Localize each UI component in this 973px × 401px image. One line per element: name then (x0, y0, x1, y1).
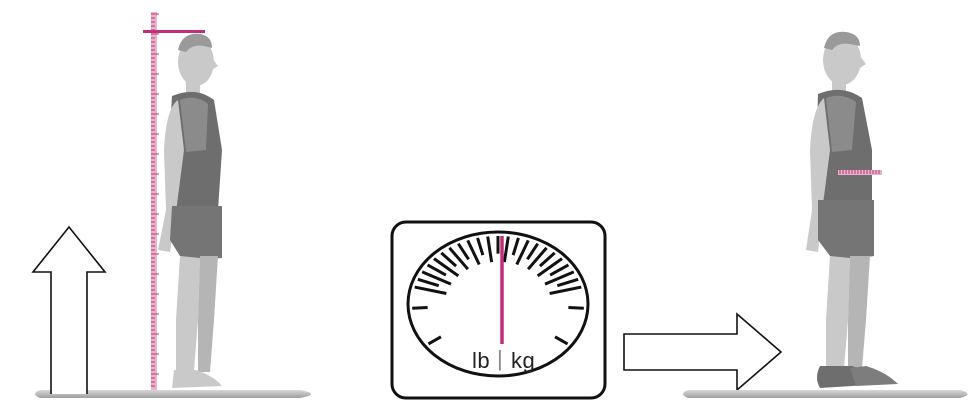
dial-tick (515, 239, 530, 266)
dial-tick (417, 277, 440, 288)
dial-tick (544, 270, 575, 286)
scale-unit-lb: lb (472, 348, 491, 373)
dial-tick (414, 285, 447, 295)
dial-tick (440, 251, 458, 268)
dial-tick (549, 285, 582, 295)
standing-person-waist (806, 31, 898, 388)
dial-tick (427, 335, 442, 346)
height-measure-icon (143, 12, 205, 390)
dial-tick (556, 277, 579, 288)
height-marker-bar (143, 30, 205, 33)
right-arrow-icon (623, 312, 783, 392)
scale-unit-kg: kg (511, 348, 536, 373)
dial-tick (538, 251, 556, 268)
dial-tick (554, 335, 569, 346)
standing-person-height (158, 33, 222, 388)
dial-tick (502, 236, 510, 263)
dial-tick (466, 239, 481, 266)
dial-tick (448, 246, 470, 271)
dial-tick (568, 306, 584, 310)
dial-tick (421, 270, 452, 286)
dial-tick (526, 246, 548, 271)
dial-tick (526, 242, 539, 261)
dial-tick (511, 237, 520, 256)
waist-measure-icon (838, 170, 882, 175)
scale-unit-separator: | (497, 346, 504, 371)
up-arrow-icon (31, 225, 107, 394)
dial-tick (433, 257, 460, 278)
weighing-scale-icon (390, 220, 607, 400)
waist-measure-scene (683, 31, 968, 398)
dial-tick (457, 242, 470, 261)
dial-tick (426, 263, 447, 277)
floor-platform-right (683, 390, 968, 398)
dial-tick (486, 236, 494, 263)
height-measure-scene (31, 12, 311, 398)
dial-tick (536, 257, 563, 278)
dial-tick (412, 306, 428, 310)
floor-platform-left (35, 390, 311, 398)
dial-tick (549, 263, 570, 277)
dial-tick (476, 237, 485, 256)
